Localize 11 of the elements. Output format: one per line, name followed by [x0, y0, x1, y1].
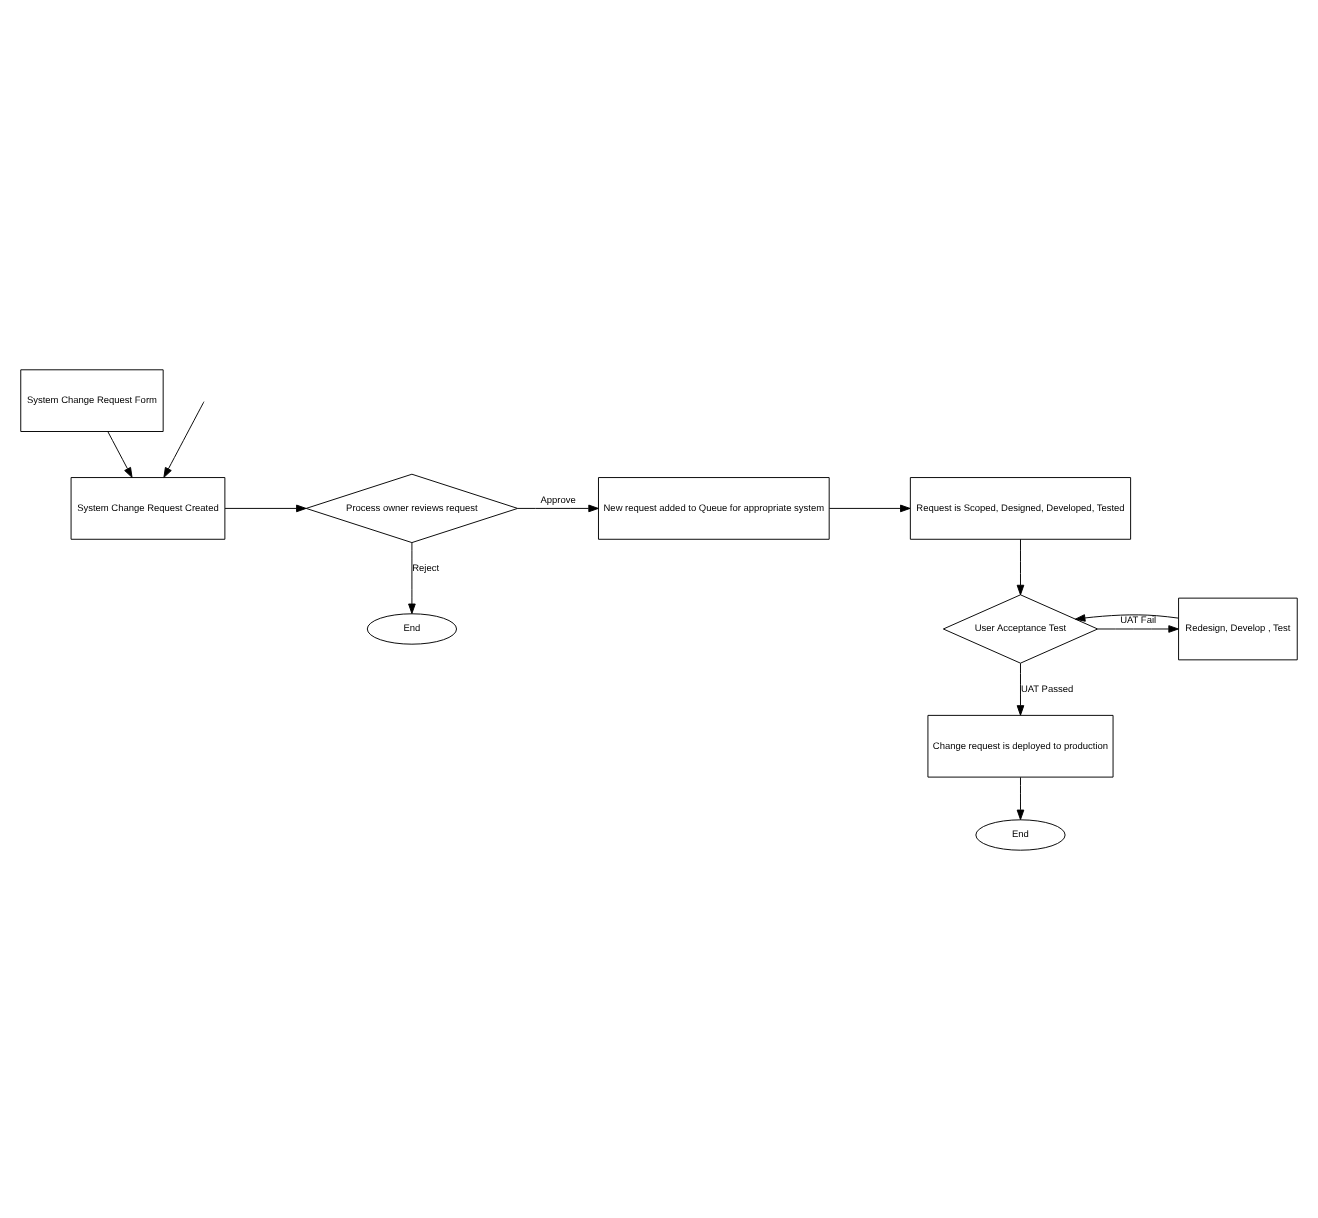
arrow [408, 541, 416, 613]
arrow [1097, 624, 1179, 632]
arrow [1016, 661, 1025, 715]
arrow [224, 503, 307, 512]
arrow [163, 400, 205, 477]
arrow [828, 503, 911, 512]
arrow [1074, 613, 1179, 621]
arrow [1016, 775, 1025, 820]
arrow [107, 430, 133, 477]
arrow [517, 503, 599, 512]
arrow [1016, 537, 1025, 595]
